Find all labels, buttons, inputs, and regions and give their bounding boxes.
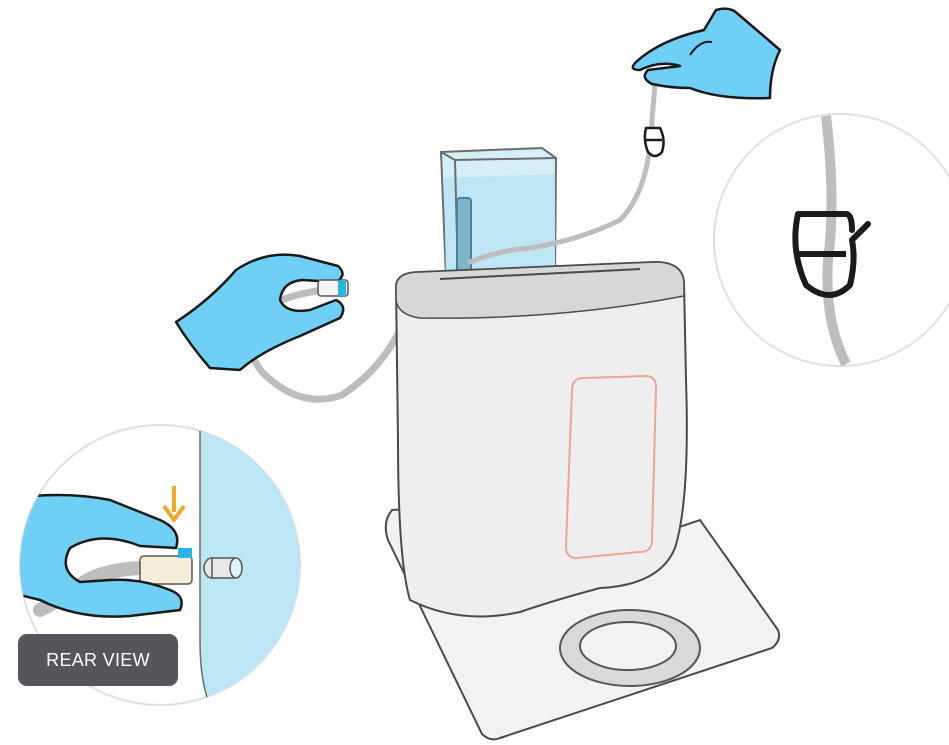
tube-clip-icon — [645, 128, 664, 156]
left-hand-icon — [176, 255, 348, 370]
device-body — [396, 262, 687, 616]
rear-view-badge: REAR VIEW — [18, 634, 178, 686]
clip-zoom-circle — [714, 114, 949, 366]
rear-connector — [140, 556, 192, 584]
top-hand-icon — [633, 9, 780, 99]
water-container — [441, 148, 556, 278]
base-plate-recess — [560, 610, 700, 686]
rear-port-icon — [204, 558, 242, 578]
